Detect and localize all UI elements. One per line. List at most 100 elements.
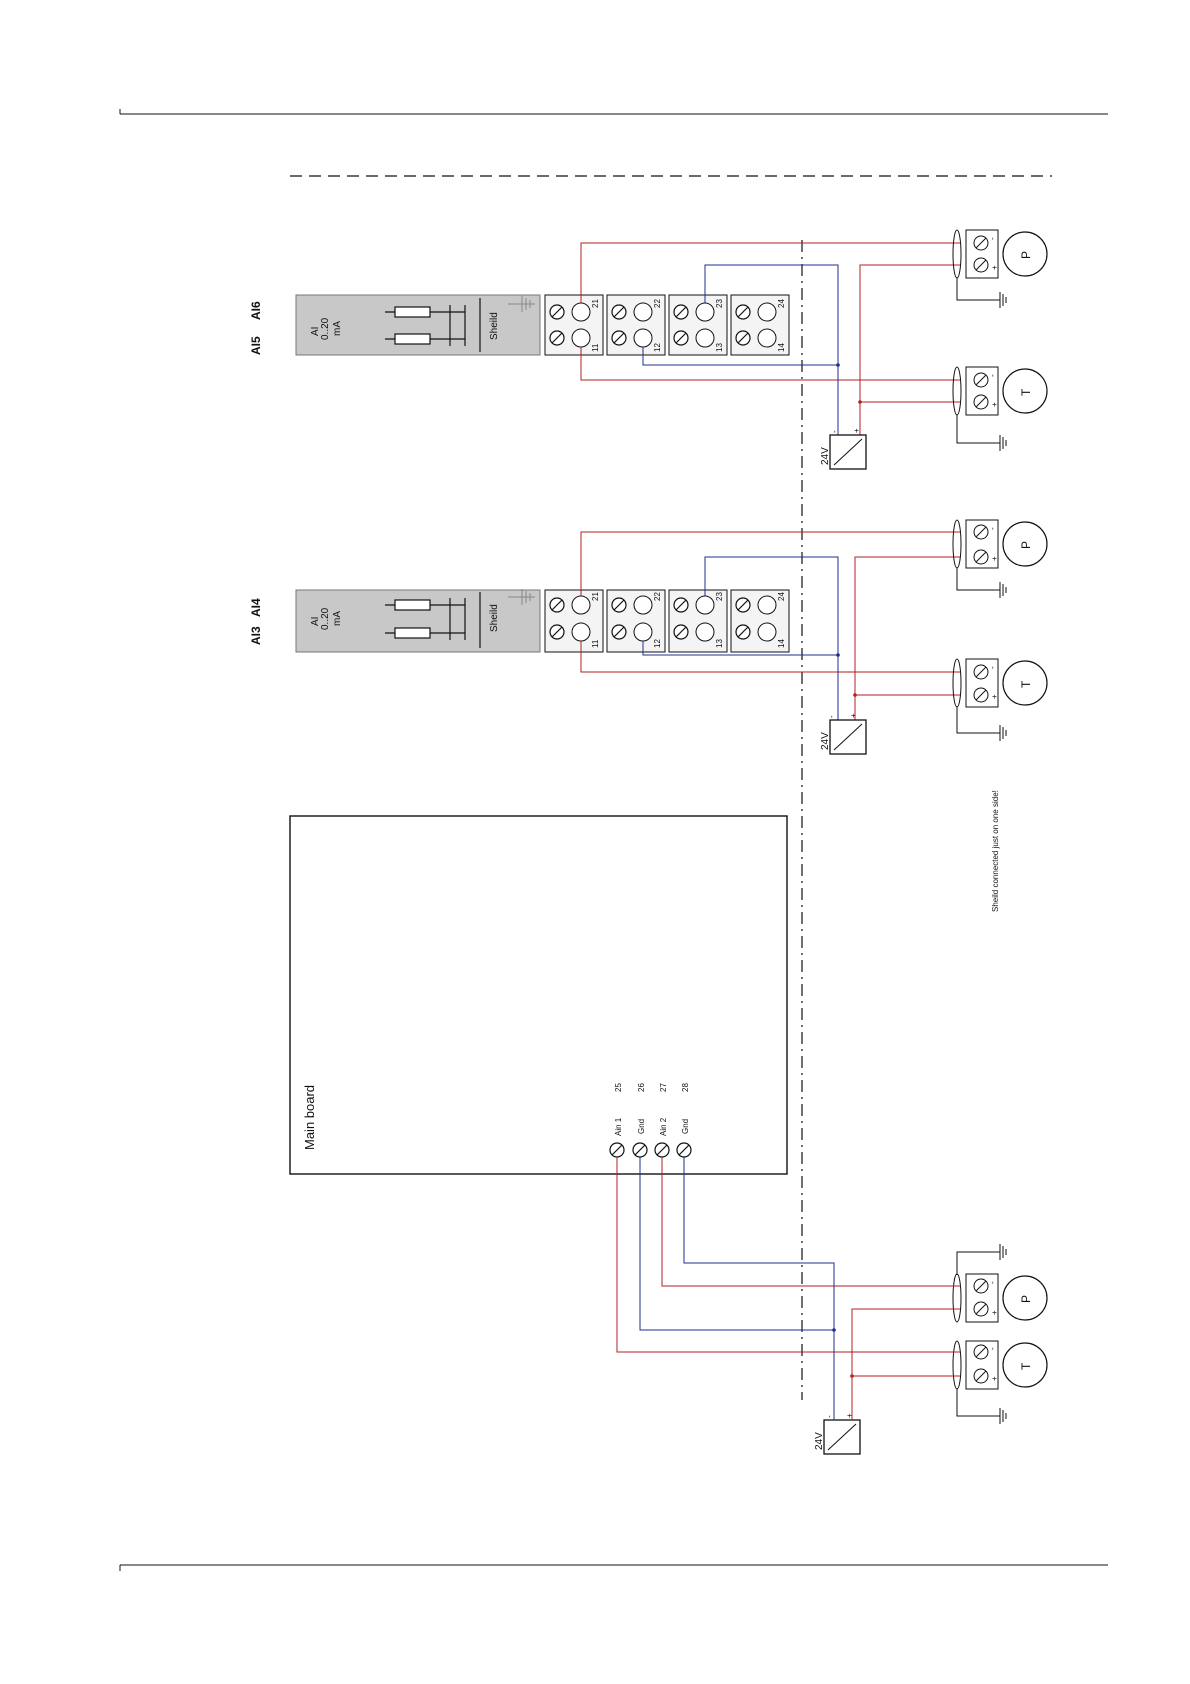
terminal-number: 13	[715, 639, 724, 648]
main-board-terminal-label: Gnd	[681, 1119, 690, 1134]
wires-signal	[617, 1157, 960, 1420]
terminal-number: 22	[653, 299, 662, 308]
cable-shield-icon	[953, 1341, 961, 1389]
wire-junction	[836, 653, 840, 657]
sensor-plus: +	[990, 694, 999, 699]
terminal-number: 14	[777, 639, 786, 648]
main-board-terminal-number: 27	[659, 1083, 668, 1092]
ground-icon	[1000, 582, 1006, 598]
main-board-terminal-number: 25	[614, 1083, 623, 1092]
sensor-label: P	[1019, 251, 1033, 259]
wire-junction	[850, 1374, 854, 1378]
terminal-number: 11	[591, 639, 600, 648]
sensor-plus: +	[990, 265, 999, 270]
power-supply-minus: -	[827, 715, 836, 718]
power-supply-plus: +	[845, 1413, 854, 1418]
wire-junction	[832, 1328, 836, 1332]
cable-shield-icon	[953, 659, 961, 707]
sensor-label: P	[1019, 1295, 1033, 1303]
power-supply-minus: -	[825, 1415, 834, 1418]
ground-icon	[1000, 725, 1006, 741]
sensor-minus: -	[988, 527, 997, 530]
sensor-minus: -	[988, 374, 997, 377]
wires-ground	[640, 1157, 834, 1420]
cable-shield-icon	[953, 230, 961, 278]
main-board-terminal-number: 26	[637, 1083, 646, 1092]
sensor-minus: -	[988, 1347, 997, 1350]
module-label-ai3: AI3	[249, 626, 263, 645]
module-card-text-unit: mA	[332, 611, 343, 626]
sensor-temperature: - + T	[953, 367, 1047, 451]
ground-wire	[957, 707, 1000, 733]
main-board: Main board Ain 1 Gnd Ain 2 Gnd 25 26 27 …	[290, 816, 960, 1420]
wire-junction	[853, 693, 857, 697]
power-supply-label: 24V	[820, 447, 831, 465]
sensor-minus: -	[988, 1281, 997, 1284]
terminal-number: 13	[715, 343, 724, 352]
terminal-number: 22	[653, 592, 662, 601]
sensor-label: T	[1019, 680, 1033, 688]
main-board-terminal-label: Ain 1	[614, 1117, 623, 1136]
analog-input-module-ai3-ai4: AI3 AI4 AI 0..20 mA Sheild	[249, 532, 960, 720]
sensor-minus: -	[988, 237, 997, 240]
module-card-text-range: 0..20	[320, 607, 331, 630]
sensor-temperature: - + T	[953, 659, 1047, 741]
main-board-terminal-number: 28	[681, 1083, 690, 1092]
terminal-number: 23	[715, 299, 724, 308]
sensor-minus: -	[988, 666, 997, 669]
ground-icon	[1000, 435, 1006, 451]
power-supply-24v: 24V - +	[820, 428, 866, 469]
ground-wire	[957, 278, 1000, 300]
terminal-number: 12	[653, 343, 662, 352]
power-supply-label: 24V	[820, 732, 831, 750]
cable-shield-icon	[953, 367, 961, 415]
sensor-temperature: - + T	[953, 1341, 1047, 1424]
power-supply-24v: 24V - +	[820, 713, 866, 754]
sensor-pressure: - + P	[953, 520, 1047, 598]
main-board-terminal-label: Ain 2	[659, 1117, 668, 1136]
cable-shield-icon	[953, 1274, 961, 1322]
main-board-title: Main board	[302, 1085, 317, 1150]
sensor-label: T	[1019, 388, 1033, 396]
sensor-plus: +	[990, 402, 999, 407]
sensor-plus: +	[990, 1310, 999, 1315]
terminal-number: 24	[777, 299, 786, 308]
terminal-number: 12	[653, 639, 662, 648]
analog-input-module-ai5-ai6: AI5 AI6 AI 0..20 mA Sheild	[249, 243, 960, 435]
ground-wire	[957, 415, 1000, 443]
ground-wire	[957, 1252, 1000, 1275]
power-supply-plus: +	[849, 713, 858, 718]
ground-icon	[1000, 292, 1006, 308]
sensor-label: T	[1019, 1362, 1033, 1370]
sensor-label: P	[1019, 541, 1033, 549]
sensor-pressure: - + P	[953, 1244, 1047, 1322]
wire-junction	[858, 400, 862, 404]
ground-icon	[1000, 1244, 1006, 1260]
shield-label: Sheild	[489, 312, 500, 340]
terminal-number: 11	[591, 343, 600, 352]
power-supply-plus: +	[852, 428, 861, 433]
wire-junction	[836, 363, 840, 367]
terminal-number: 23	[715, 592, 724, 601]
sensor-pressure: - + P	[953, 230, 1047, 308]
terminal-number: 21	[591, 299, 600, 308]
shield-note: Sheild connected just on one side!	[991, 790, 1000, 912]
cable-shield-icon	[953, 520, 961, 568]
ground-icon	[1000, 1408, 1006, 1424]
module-card-text-range: 0..20	[320, 317, 331, 340]
module-label-ai4: AI4	[249, 598, 263, 617]
terminal-number: 24	[777, 592, 786, 601]
terminal-number: 21	[591, 592, 600, 601]
module-label-ai6: AI6	[249, 301, 263, 320]
sensor-plus: +	[990, 556, 999, 561]
shield-label: Sheild	[489, 604, 500, 632]
module-label-ai5: AI5	[249, 336, 263, 355]
main-board-terminal-label: Gnd	[637, 1119, 646, 1134]
ground-wire	[957, 1389, 1000, 1416]
power-supply-minus: -	[830, 430, 839, 433]
power-supply-label: 24V	[814, 1432, 825, 1450]
terminal-number: 14	[777, 343, 786, 352]
power-supply-24v: 24V - +	[814, 1413, 860, 1454]
ground-wire	[957, 568, 1000, 590]
